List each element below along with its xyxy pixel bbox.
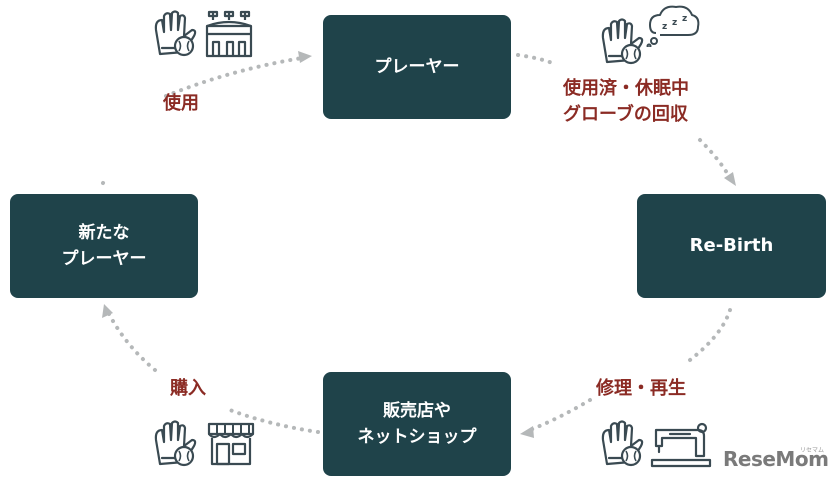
arrow-use xyxy=(101,56,304,185)
node-player: プレーヤー xyxy=(323,15,511,119)
svg-text:z: z xyxy=(682,14,687,24)
label-use-text: 使用 xyxy=(163,93,199,114)
label-collect-line2: グローブの回収 xyxy=(563,104,688,125)
store-icon xyxy=(207,422,255,466)
arrow-collect xyxy=(516,53,732,180)
label-repair-text: 修理・再生 xyxy=(596,378,686,399)
node-player-label: プレーヤー xyxy=(374,57,460,77)
glove-icon xyxy=(154,420,197,467)
glove-icon xyxy=(154,10,197,57)
arrowhead-collect xyxy=(724,172,736,186)
label-repair: 修理・再生 xyxy=(596,377,686,401)
node-rebirth: Re-Birth xyxy=(637,194,826,298)
label-use: 使用 xyxy=(163,92,199,116)
node-new-player-label-line1: 新たな xyxy=(78,223,130,243)
glove-icon xyxy=(601,420,644,467)
stadium-icon xyxy=(205,10,253,58)
svg-text:z: z xyxy=(672,18,677,28)
node-shop-label-line2: ネットショップ xyxy=(357,427,477,447)
svg-text:z: z xyxy=(662,22,667,32)
arrowhead-use xyxy=(298,51,312,63)
arrow-repair xyxy=(528,308,732,432)
label-collect: 使用済・休眠中 グローブの回収 xyxy=(563,76,689,128)
arrowhead-purchase xyxy=(102,304,113,318)
glove-icon xyxy=(601,18,644,65)
node-new-player: 新たな プレーヤー xyxy=(10,194,198,298)
resemom-logo: ReseMom xyxy=(723,447,829,471)
sewing-machine-icon xyxy=(650,422,712,468)
arrowhead-repair xyxy=(520,426,534,438)
label-purchase-text: 購入 xyxy=(170,378,206,399)
label-collect-line1: 使用済・休眠中 xyxy=(563,78,689,99)
resemom-logo-text: ReseMom xyxy=(723,447,829,471)
node-rebirth-label: Re-Birth xyxy=(689,235,774,256)
node-new-player-label-line2: プレーヤー xyxy=(61,249,147,269)
label-purchase: 購入 xyxy=(170,377,206,401)
node-shop-label-line1: 販売店や xyxy=(383,401,451,421)
resemom-logo-subtext: リセマム xyxy=(800,447,825,454)
arrow-purchase xyxy=(106,310,320,434)
node-shop: 販売店や ネットショップ xyxy=(323,372,511,476)
